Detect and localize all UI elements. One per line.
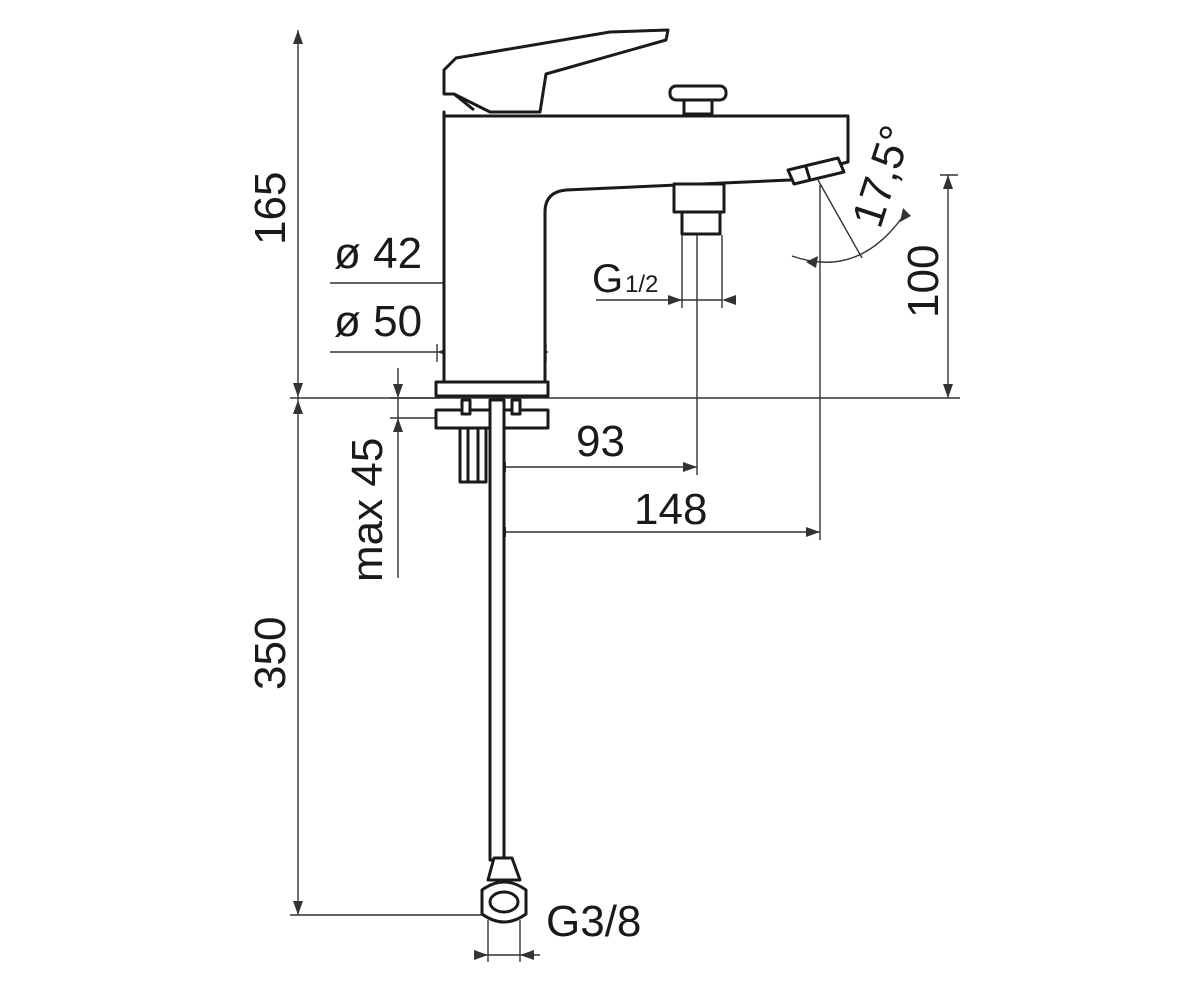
label-diameter-42: ø 42 [334,229,422,278]
faucet-body [434,28,850,924]
hose-nut [486,856,522,882]
fixing-rod [458,426,488,484]
label-distance-93: 93 [576,417,625,466]
aerator [786,156,846,186]
flexible-hose [488,398,506,862]
label-diameter-50: ø 50 [334,297,422,346]
label-max-45: max 45 [343,438,392,582]
label-hose-350: 350 [246,617,295,690]
outlet-connector [672,182,726,214]
label-height-100: 100 [899,245,948,318]
label-reach-148: 148 [634,485,707,534]
dimension-labels: 165 ø 42 ø 50 G 1/2 17,5° 100 max 45 93 … [246,120,948,946]
lever-handle [442,28,670,114]
base-flange [434,380,550,398]
label-thread-g3-8: G3/8 [546,897,641,946]
label-height-165: 165 [246,172,295,245]
label-thread-g-half: G 1/2 [592,257,658,301]
svg-text:G: G [592,257,623,301]
svg-text:1/2: 1/2 [625,271,658,298]
spout [442,110,850,384]
